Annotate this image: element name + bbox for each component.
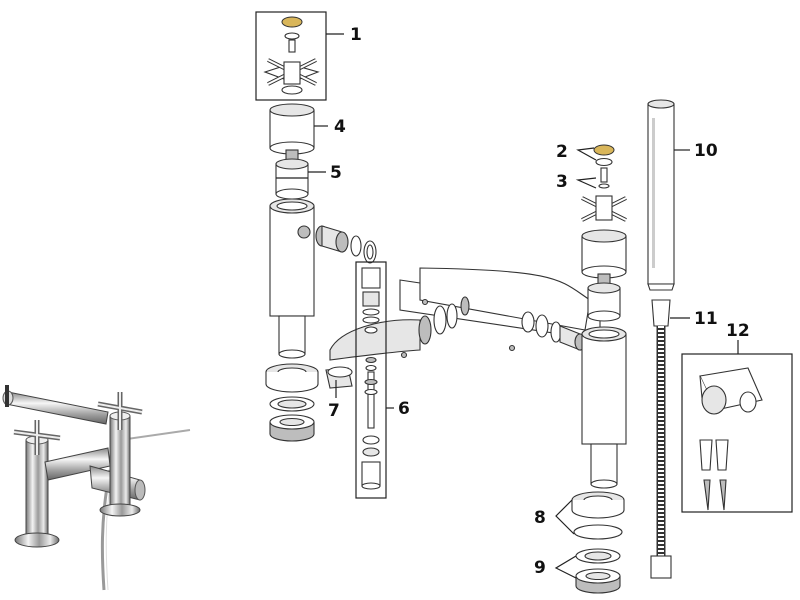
- label-part-11: 11: [694, 309, 718, 329]
- right-cartridge: [587, 273, 621, 322]
- label-part-10: 10: [694, 141, 718, 161]
- part-6-box: [355, 261, 387, 499]
- label-part-6: 6: [398, 399, 410, 419]
- part-11-hose: [650, 299, 672, 579]
- right-valve-body: [581, 326, 627, 489]
- part-10-handset: [647, 99, 675, 291]
- part-labels: 1 2 3 4 5 6 7 8 9 10 11 12: [328, 25, 750, 578]
- part-6-diverter: [361, 267, 381, 490]
- label-part-12: 12: [726, 321, 750, 341]
- left-valve-body: [269, 198, 315, 359]
- part-4-shroud: [269, 103, 315, 155]
- label-part-4: 4: [334, 117, 346, 137]
- right-connector-rings: [521, 311, 586, 351]
- center-body: [329, 267, 601, 361]
- part-9-nut: [575, 548, 621, 594]
- part-8-washers: [571, 491, 625, 540]
- label-part-2: 2: [556, 142, 568, 162]
- part-5-cartridge: [275, 149, 309, 200]
- part-1-handle-assembly: [263, 16, 320, 95]
- right-shroud: [581, 229, 627, 279]
- part-12-box: [681, 353, 793, 513]
- part-7-aerator: [325, 366, 353, 389]
- label-part-9: 9: [534, 558, 546, 578]
- label-part-5: 5: [330, 163, 342, 183]
- left-fixing-set: [265, 363, 319, 442]
- left-connector-rings: [315, 225, 377, 264]
- part-1-box: [255, 11, 327, 101]
- leader-lines: [308, 33, 739, 579]
- product-photo: [2, 385, 191, 591]
- label-part-1: 1: [350, 25, 362, 45]
- right-handle-assembly: [581, 144, 627, 222]
- label-part-8: 8: [534, 508, 546, 528]
- label-part-3: 3: [556, 172, 568, 192]
- label-part-7: 7: [328, 401, 340, 421]
- part-12-wall-bracket: [699, 367, 763, 511]
